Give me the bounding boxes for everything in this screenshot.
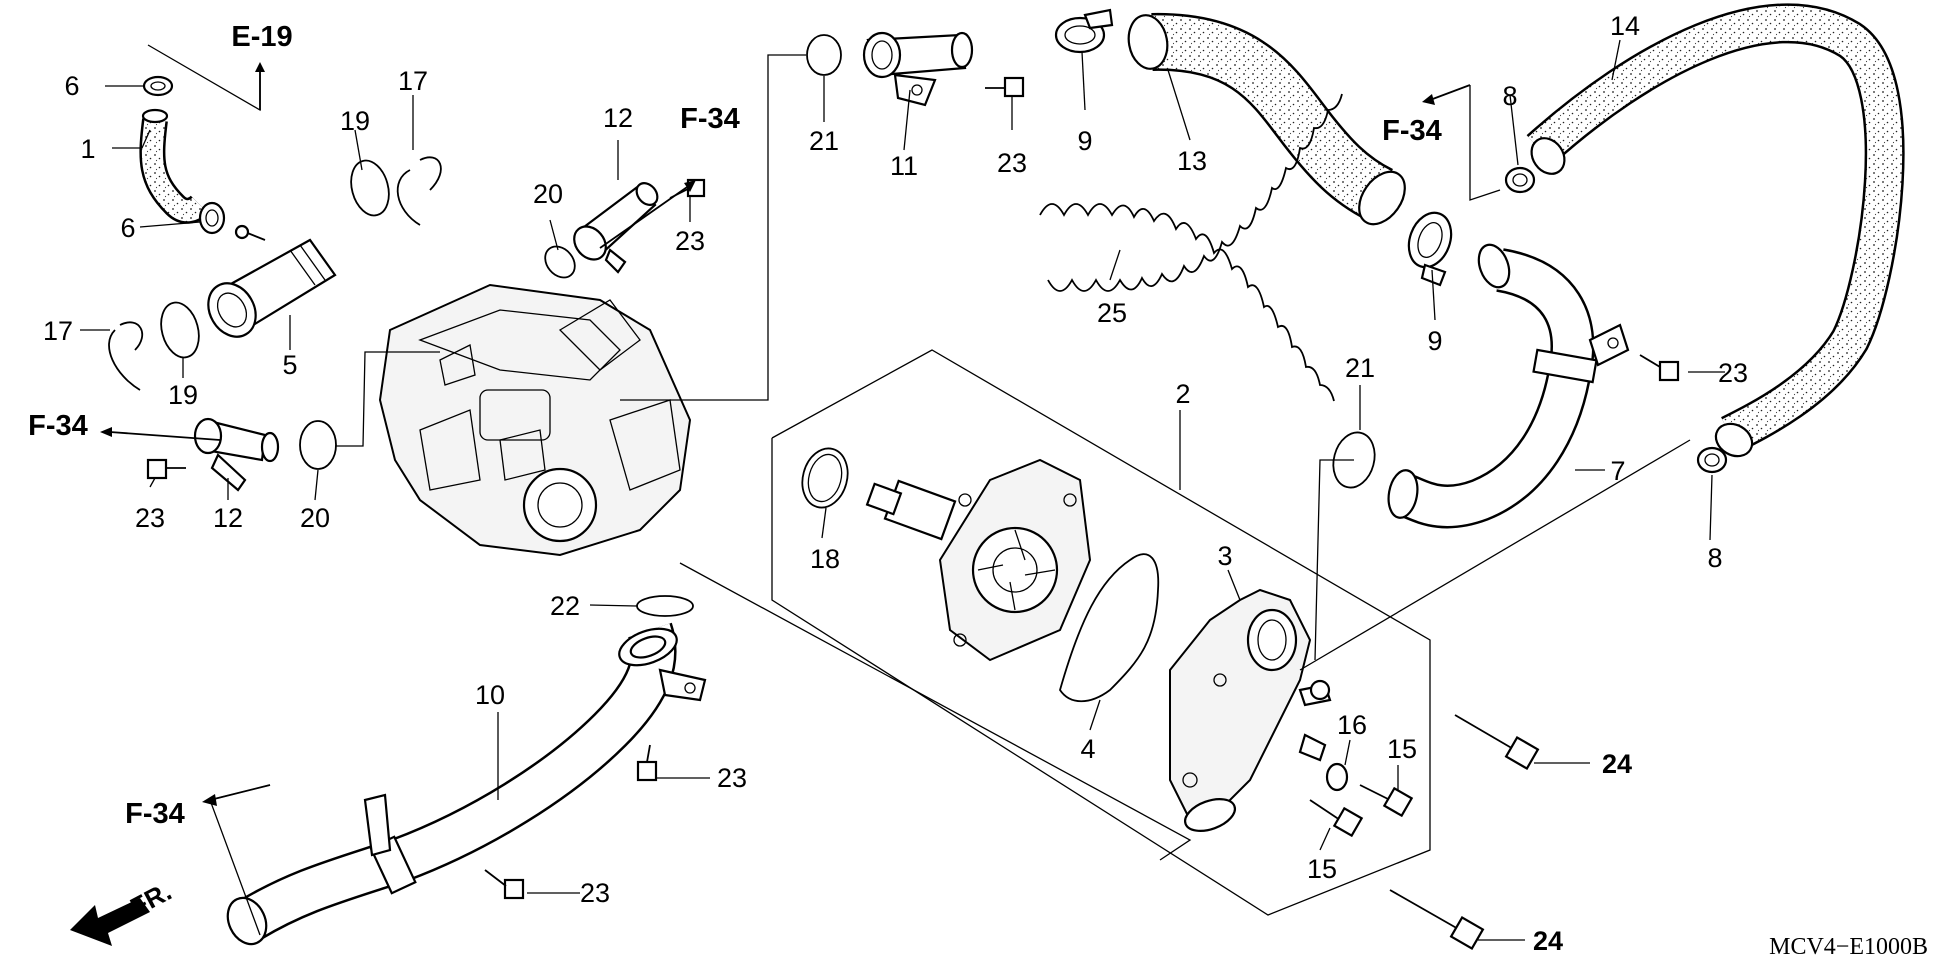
callout: 11	[890, 151, 918, 181]
callout: 23	[997, 148, 1027, 178]
hose-1	[139, 108, 210, 224]
o-ring-19-lower	[160, 301, 200, 359]
callout: 4	[1080, 734, 1095, 764]
bolt-23-f	[484, 869, 525, 900]
callout: 10	[475, 680, 505, 710]
joint-12-upper	[573, 182, 659, 274]
callout: 8	[1502, 81, 1517, 111]
diagram-code: MCV4−E1000B	[1769, 934, 1928, 960]
joint-11	[862, 31, 974, 107]
o-ring-20-lower	[299, 420, 337, 470]
joint-12-lower	[193, 417, 280, 492]
callout: 8	[1707, 543, 1722, 573]
callout: 18	[810, 544, 840, 574]
ref-label-f34-left: F-34	[28, 410, 88, 442]
callout: 3	[1217, 541, 1232, 571]
callout: 2	[1175, 379, 1190, 409]
ref-label-e19: E-19	[231, 21, 292, 53]
callout: 22	[550, 591, 580, 621]
callout: 23	[675, 226, 705, 256]
clip-17-lower	[108, 321, 144, 391]
callout: 20	[533, 179, 563, 209]
callout: 14	[1610, 11, 1640, 41]
callout: 23	[580, 878, 610, 908]
clamp-8-lower	[1696, 446, 1728, 474]
hose-14	[1526, 3, 1905, 458]
bolt-23-a	[985, 76, 1025, 98]
ref-label-f34-right: F-34	[1382, 115, 1442, 147]
callout: 21	[1345, 353, 1375, 383]
gasket-4	[1059, 553, 1160, 703]
bolt-23-e	[636, 744, 658, 782]
spring-25	[1039, 93, 1343, 402]
callout: 21	[809, 126, 839, 156]
front-direction-arrow	[70, 898, 150, 946]
hose-13	[1127, 12, 1406, 226]
callout: 24	[1533, 926, 1563, 956]
o-ring-21-upper	[806, 34, 842, 76]
ref-label-f34-upper: F-34	[680, 103, 740, 135]
clamp-8-upper	[1504, 166, 1536, 194]
clamp-9-lower	[1407, 211, 1453, 287]
reference-labels: E-19 F-34 F-34 F-34 F-34 FR. MCV4−E1000B	[28, 21, 1928, 960]
callout: 15	[1387, 734, 1417, 764]
o-ring-22	[636, 595, 694, 617]
bolt-15-a	[1359, 784, 1414, 818]
callout: 7	[1610, 456, 1625, 486]
callout: 23	[1718, 358, 1748, 388]
callout: 15	[1307, 854, 1337, 884]
clip-17-upper	[396, 156, 442, 226]
callout: 23	[717, 763, 747, 793]
callout: 23	[135, 503, 165, 533]
pipe-7	[1387, 243, 1630, 529]
callout: 24	[1602, 749, 1632, 779]
clamp-9-upper	[1054, 8, 1114, 54]
callout: 9	[1427, 326, 1442, 356]
callout: 19	[340, 106, 370, 136]
callout: 17	[398, 66, 428, 96]
callout-labels: 6 1 6 5 19 17 17 19 12 23 20 20 12 23 21…	[43, 11, 1748, 956]
callout: 12	[213, 503, 243, 533]
callout: 17	[43, 316, 73, 346]
bolt-24-b	[1389, 889, 1485, 951]
pipe-10	[226, 622, 707, 946]
thermostat-housing-3	[1169, 588, 1332, 832]
callout: 19	[168, 380, 198, 410]
o-ring-18	[801, 447, 849, 509]
clip-6-mid	[198, 201, 226, 235]
bolt-23-c	[146, 458, 186, 480]
clip-6-top	[142, 75, 174, 97]
callout: 5	[282, 350, 297, 380]
callout: 6	[120, 213, 135, 243]
o-ring-21-lower	[1332, 431, 1376, 489]
pipe-5	[207, 224, 337, 338]
bolt-15-b	[1309, 799, 1364, 838]
bolt-24-a	[1454, 714, 1540, 771]
callout: 20	[300, 503, 330, 533]
washer-16	[1325, 762, 1349, 792]
callout: 12	[603, 103, 633, 133]
bolt-23-d	[1639, 354, 1680, 382]
ref-arrows	[100, 62, 1471, 806]
callout: 1	[80, 134, 95, 164]
water-pump	[865, 458, 1092, 662]
callout: 13	[1177, 146, 1207, 176]
assembly-outline	[771, 349, 1431, 916]
o-ring-20-upper	[544, 245, 576, 279]
callout: 9	[1077, 126, 1092, 156]
engine-block	[378, 283, 692, 557]
o-ring-19-upper	[350, 159, 390, 217]
ref-label-f34-bottom: F-34	[125, 798, 185, 830]
callout: 6	[64, 71, 79, 101]
callout: 25	[1097, 298, 1127, 328]
callout: 16	[1337, 710, 1367, 740]
